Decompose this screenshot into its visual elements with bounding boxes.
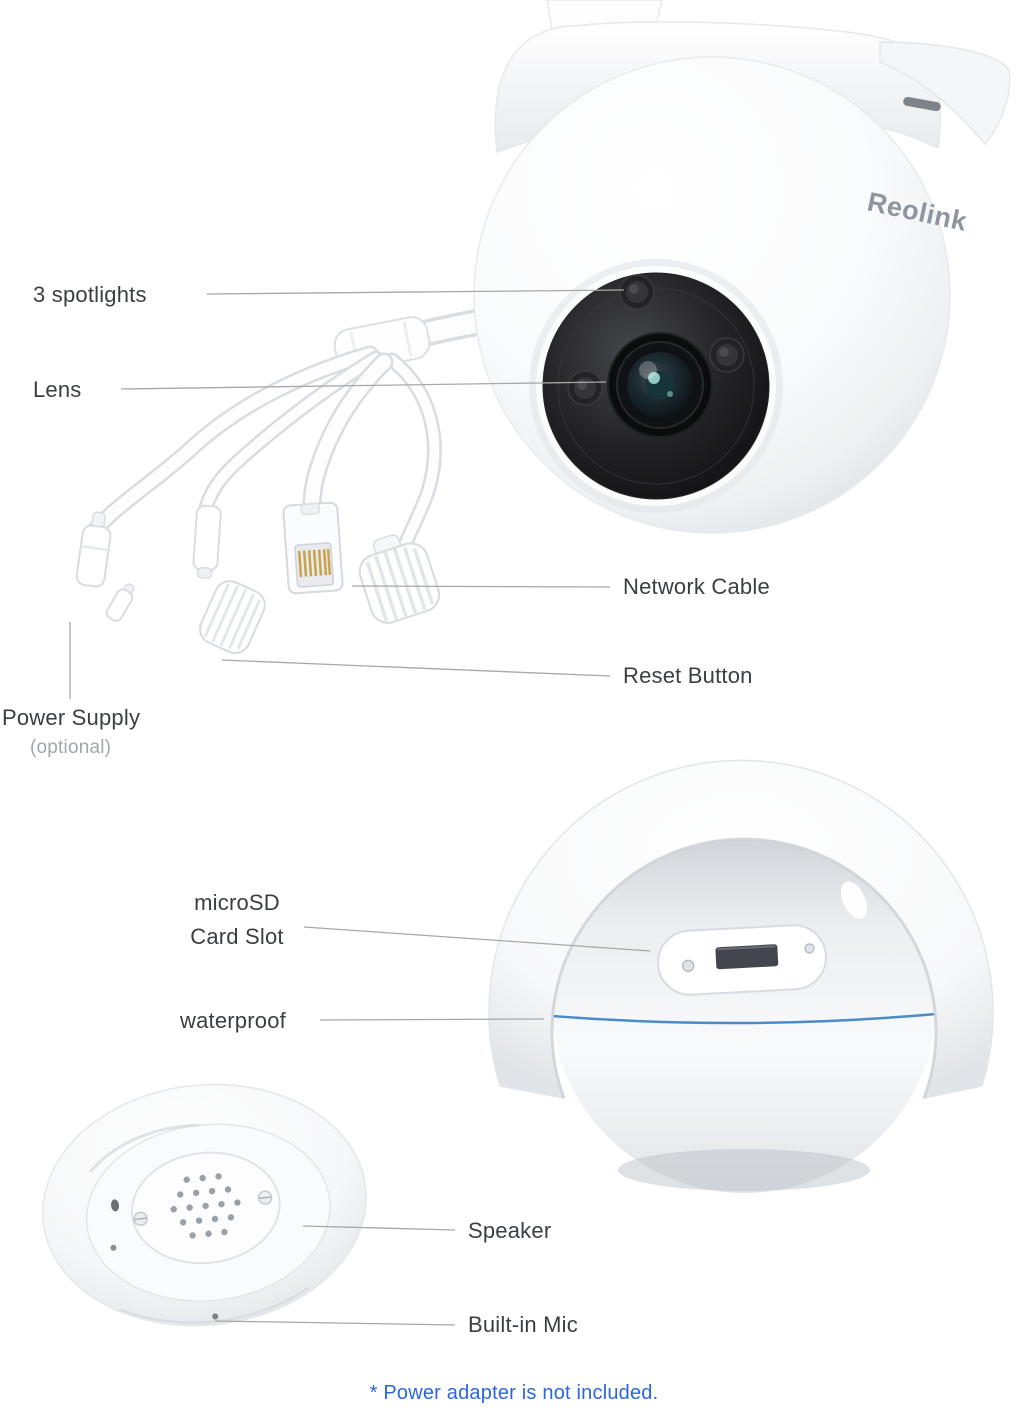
waterproof-cap [358,534,441,624]
leader-waterproof [319,1018,545,1021]
highlight-mark [840,881,868,919]
reset-button-cap [199,580,266,655]
side-hole [110,1199,120,1212]
leader-reset-button [221,659,611,677]
microsd-plate [657,924,827,996]
label-power-supply-note: (optional) [30,737,112,758]
side-hole-small [110,1244,117,1251]
speaker-grille [130,1151,281,1265]
plate-screw-right [804,943,815,954]
base-shadow [618,1149,870,1191]
bottom-view-camera-illustration [42,1083,367,1327]
leader-lens [120,381,607,390]
label-spotlights: 3 spotlights [33,282,147,307]
camera-lens [607,332,713,438]
dc-connector-cap [105,583,135,622]
label-network-cable: Network Cable [623,574,770,599]
turret-camera-illustration: Reolink [75,0,1011,655]
reset-connector [192,504,222,579]
leader-microsd [303,926,651,952]
leader-lines [69,289,651,1326]
label-builtin-mic: Built-in Mic [468,1312,578,1337]
label-waterproof: waterproof [180,1008,286,1033]
mount-vent-slot [903,96,941,112]
rj45-connector [282,501,344,595]
power-adapter-footnote: * Power adapter is not included. [369,1382,659,1404]
camera-front-module [529,259,783,513]
leader-network-cable [351,585,611,588]
plate-screw-left [681,959,695,973]
leader-mic [214,1320,456,1326]
back-view-camera-illustration [488,759,994,1193]
dc-power-connector [75,511,112,588]
microsd-slot [715,944,779,970]
leader-spotlights [206,289,625,295]
leader-speaker [302,1225,456,1231]
label-power-supply: Power Supply [2,705,141,730]
label-microsd-card-slot: microSD Card Slot [190,890,284,950]
mic-hole [212,1313,219,1320]
label-speaker: Speaker [468,1218,552,1243]
camera-cables [75,294,574,655]
label-reset-button: Reset Button [623,663,753,688]
back-camera-body [551,807,937,1193]
hood-inner-edge [550,837,938,1099]
label-lens: Lens [33,377,82,402]
waterproof-seam-line [551,1012,937,1025]
